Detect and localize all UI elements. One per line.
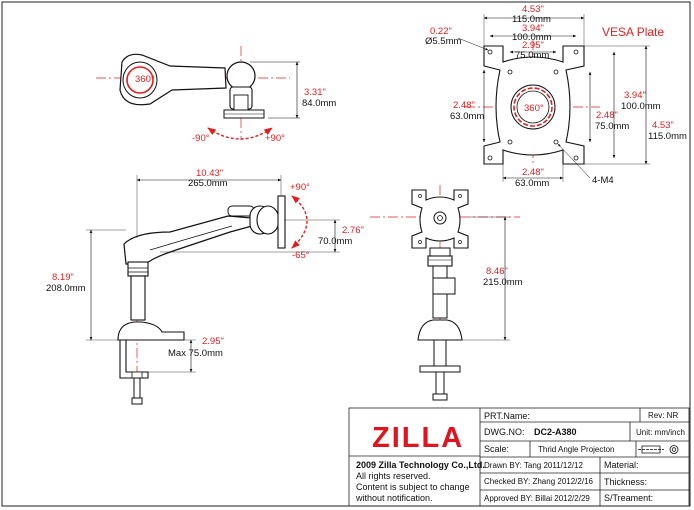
front-height-mm: 215.0mm [483,277,523,288]
side-height-mm: 208.0mm [46,283,86,294]
side-clamp-inch: 2.95" [202,336,224,347]
top-height-inch: 3.31" [304,87,326,98]
drawing-number-label: DWG.NO: [484,427,525,437]
drawn-by: Drawn BY: Tang 2011/12/12 [484,461,583,470]
vesa-left-63-inch: 2.48" [453,100,475,111]
vesa-width-115-mm: 115.0mm [512,14,551,25]
vesa-width-115-inch: 4.53" [522,4,544,15]
thickness-label: Thickness: [604,477,647,487]
vesa-width-75-mm: 75.0mm [515,50,549,61]
top-height-mm: 84.0mm [302,98,336,109]
checked-by: Checked BY: Zhang 2012/2/16 [484,477,594,486]
material-label: Material: [604,460,639,470]
vesa-height-100-inch: 3.94" [624,90,646,101]
vesa-width-100-mm: 100.0mm [512,32,552,43]
top-rotation-label: 360° [135,74,155,85]
treatment-label: S/Treament: [604,493,653,503]
vesa-height-115-mm: 115.0mm [648,131,687,142]
vesa-rotation-label: 360° [524,103,544,114]
vesa-height-100-mm: 100.0mm [621,101,661,112]
vesa-width-100-inch: 3.94" [522,23,544,34]
unit-label: Unit: mm/inch [636,428,685,437]
vesa-plate-view: VESA Plate 360° 4.53" 115.0mm 3.94" 100.… [425,4,687,189]
front-height-inch: 8.46" [486,266,508,277]
side-head-inch: 2.76" [342,225,364,236]
vesa-title: VESA Plate [602,25,664,39]
notice-line-1: Content is subject to change [356,482,470,492]
vesa-bottom-63-inch: 2.48" [522,167,544,178]
vesa-height-75-inch: 2.48" [596,110,618,121]
vesa-hole-inch: 0.22" [430,26,452,37]
company-name: 2009 Zilla Technology Co.,Ltd. [356,460,485,470]
vesa-screw-label: 4-M4 [592,175,614,186]
vesa-width-75-inch: 2.95" [522,40,544,51]
rights-text: All rights reserved. [356,471,431,481]
vesa-height-115-inch: 4.53" [652,120,674,131]
front-view: 8.46" 215.0mm [370,185,523,401]
side-tilt-up: +90° [290,182,310,193]
side-reach-mm: 265.0mm [188,178,228,189]
projection-label: Thrid Angle Projecton [538,445,615,454]
top-right-angle: +90° [265,133,285,144]
side-view: 10.43" 265.0mm +90° -65° 2.76" 70.0mm 8.… [46,168,364,405]
side-head-mm: 70.0mm [318,236,352,247]
vesa-left-63-mm: 63.0mm [450,111,484,122]
side-reach-inch: 10.43" [196,168,223,179]
vesa-height-75-mm: 75.0mm [595,121,629,132]
vesa-hole-mm: Ø5.5mm [425,36,462,47]
top-left-angle: -90° [192,133,210,144]
side-tilt-down: -65° [292,250,310,261]
scale-label: Scale: [484,444,509,454]
zilla-logo: ZILLA [372,422,464,454]
title-block [348,407,690,507]
projection-symbol-icon [638,445,679,454]
revision-label: Rev: NR [648,411,678,420]
side-clamp-mm: Max 75.0mm [168,348,223,359]
top-view: 360° 3.31" 84.0mm -90° +90° [96,46,336,144]
side-height-inch: 8.19" [52,272,74,283]
notice-line-2: without notification. [355,493,433,503]
approved-by: Approved BY: Billai 2012/2/29 [484,494,590,503]
vesa-bottom-63-mm: 63.0mm [515,178,549,189]
drawing-number-value: DC2-A380 [534,427,577,437]
part-name-label: PRT.Name: [484,411,530,421]
